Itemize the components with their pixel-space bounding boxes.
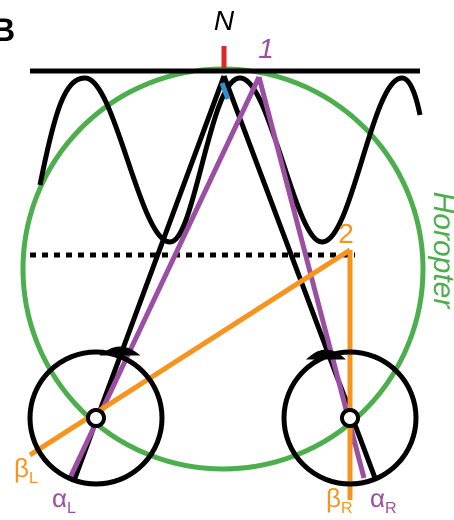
label-beta-left-greek: β bbox=[14, 453, 29, 483]
left-eye-lens bbox=[99, 346, 141, 356]
label-beta-right: βR bbox=[326, 483, 353, 517]
right-eye-nodal-point bbox=[340, 408, 360, 428]
left-eye bbox=[27, 349, 165, 487]
label-beta-left: βL bbox=[14, 453, 38, 487]
horopter-circle bbox=[20, 66, 426, 472]
label-alpha-left-sub: L bbox=[67, 500, 76, 517]
wavy-surface-curve bbox=[37, 75, 423, 245]
left-eye-nodal-point bbox=[86, 408, 106, 428]
label-beta-left-sub: L bbox=[29, 470, 38, 487]
right-eye bbox=[281, 349, 419, 487]
label-alpha-left-greek: α bbox=[52, 483, 67, 513]
left-orange-line bbox=[28, 247, 352, 458]
label-alpha-right-sub: R bbox=[385, 500, 397, 517]
label-alpha-right-greek: α bbox=[370, 483, 385, 513]
label-point-1: 1 bbox=[258, 33, 274, 64]
label-beta-right-sub: R bbox=[341, 500, 353, 517]
label-horopter: Horopter bbox=[427, 192, 454, 310]
panel-label: B bbox=[0, 12, 15, 48]
right-eye-lens bbox=[306, 349, 346, 360]
label-n: N bbox=[214, 5, 235, 36]
label-alpha-left: αL bbox=[52, 483, 76, 517]
label-alpha-right: αR bbox=[370, 483, 397, 517]
label-beta-right-greek: β bbox=[326, 483, 341, 513]
label-point-2: 2 bbox=[338, 218, 354, 249]
blue-marker bbox=[219, 82, 231, 100]
